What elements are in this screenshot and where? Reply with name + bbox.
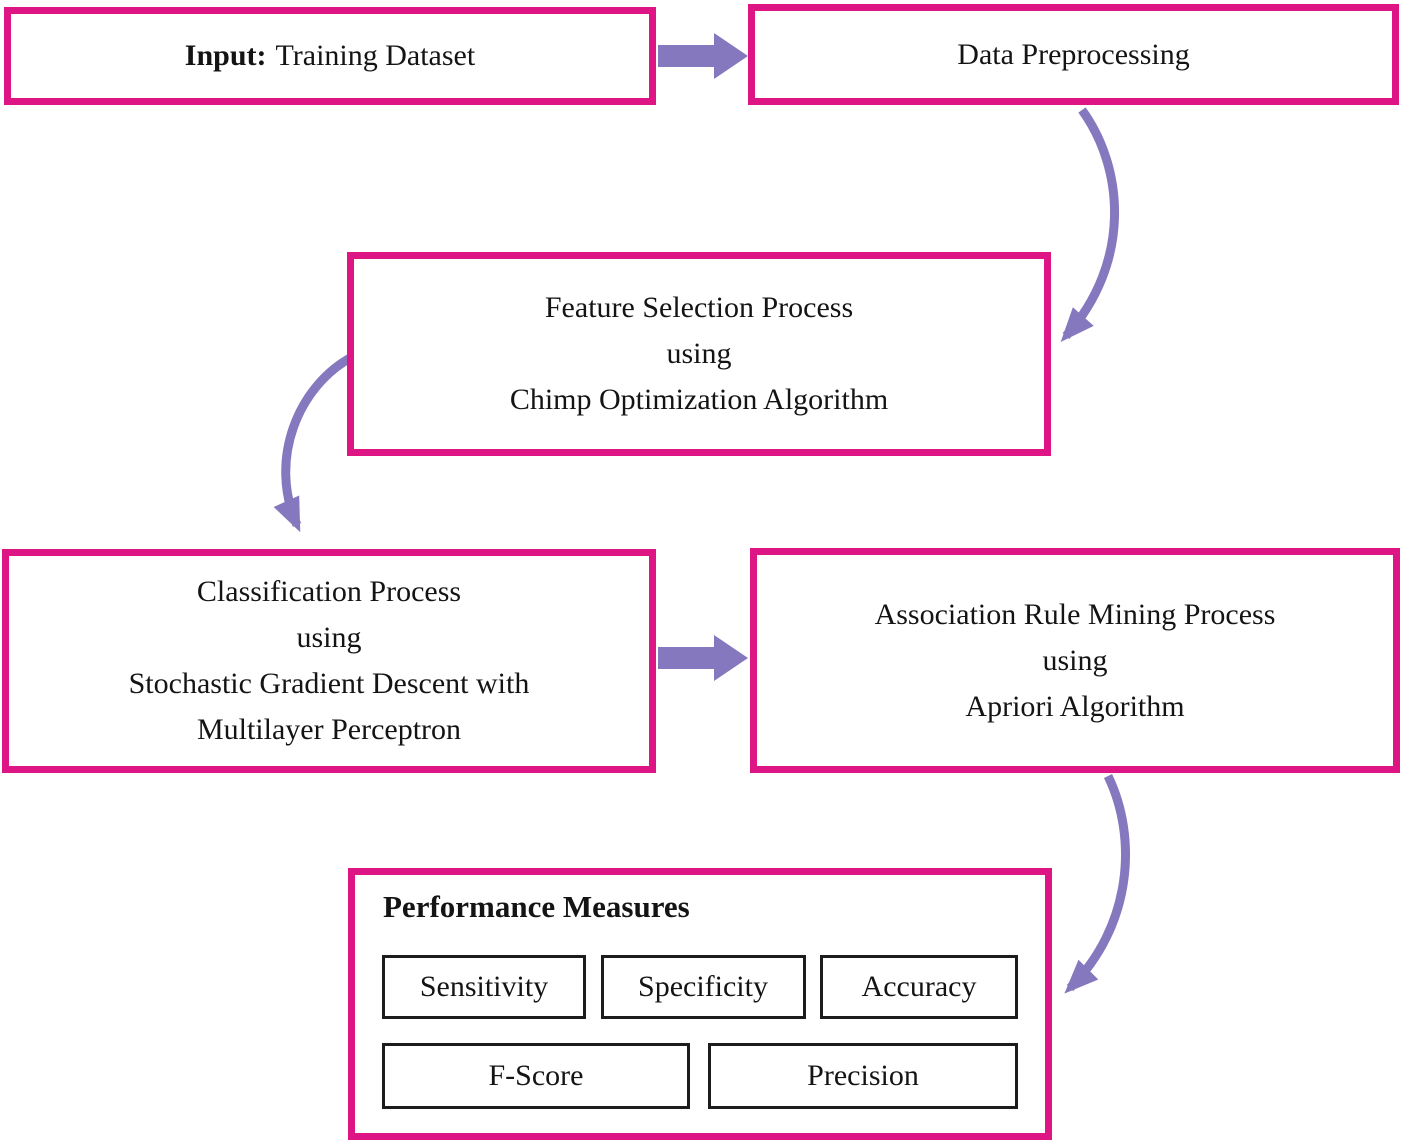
node-line: Feature Selection Process	[544, 291, 854, 324]
node-line: Multilayer Perceptron	[196, 713, 462, 746]
measure-f-score: F-Score	[382, 1043, 690, 1109]
node-performance-measures: Performance Measures Sensitivity Specifi…	[348, 868, 1052, 1140]
node-line: using	[1042, 643, 1108, 677]
arrow-right-input-to-preprocessing-icon	[658, 33, 748, 79]
measure-specificity: Specificity	[600, 955, 806, 1019]
performance-measures-title: Performance Measures	[383, 889, 690, 924]
arrow-right-classification-to-association-icon	[658, 635, 748, 681]
measure-sensitivity: Sensitivity	[382, 955, 586, 1019]
node-line: using	[296, 621, 362, 654]
node-line: Apriori Algorithm	[965, 689, 1185, 723]
arrow-curved-association-to-performance-icon	[1064, 774, 1131, 994]
node-association-rule-mining: Association Rule Mining Process using Ap…	[750, 548, 1400, 773]
node-label-rest: Training Dataset	[275, 39, 476, 72]
node-label-bold: Input:	[184, 39, 267, 72]
node-line: Stochastic Gradient Descent with	[128, 667, 530, 700]
arrow-curved-feature-to-classification-icon	[273, 353, 355, 533]
node-line: Chimp Optimization Algorithm	[509, 383, 889, 416]
node-data-preprocessing: Data Preprocessing	[748, 4, 1399, 105]
node-feature-selection: Feature Selection Process using Chimp Op…	[347, 252, 1051, 456]
performance-measures-row-2: F-Score Precision	[382, 1043, 1018, 1109]
node-label: Data Preprocessing	[957, 37, 1190, 71]
node-line: using	[666, 337, 732, 370]
node-line: Association Rule Mining Process	[874, 597, 1276, 631]
arrow-curved-preprocessing-to-feature-icon	[1060, 107, 1120, 342]
node-input-training-dataset: Input:Training Dataset	[4, 7, 656, 105]
measure-precision: Precision	[708, 1043, 1018, 1109]
node-line: Classification Process	[196, 575, 462, 608]
node-label: Input:Training Dataset	[185, 33, 475, 79]
measure-accuracy: Accuracy	[820, 955, 1018, 1019]
node-classification: Classification Process using Stochastic …	[2, 549, 656, 773]
performance-measures-row-1: Sensitivity Specificity Accuracy	[382, 955, 1018, 1019]
